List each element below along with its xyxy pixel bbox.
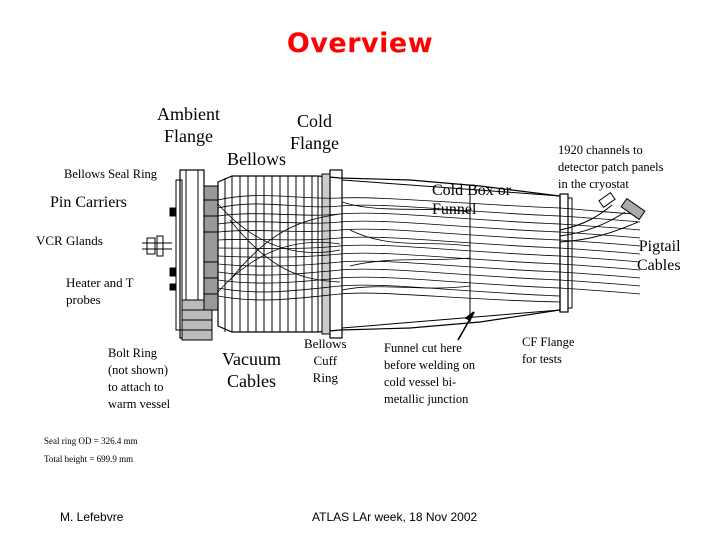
bellows-label: Bellows [227, 149, 287, 169]
cf-flange-label: CF Flange for tests [522, 335, 575, 366]
page-title: Overview [286, 28, 434, 59]
footer-author: M. Lefebvre [60, 510, 124, 524]
vacuum-cable-bundle [217, 195, 641, 303]
cold-box-funnel [341, 179, 561, 329]
bellows-seal-ring-label: Bellows Seal Ring [64, 167, 158, 181]
bellows-cuff-ring-label: Bellows Cuff Ring [304, 336, 347, 385]
seal-ring-od-note: Seal ring OD = 326.4 mm [44, 436, 138, 446]
funnel-cut-arrow [457, 311, 475, 341]
pin-carriers-block [203, 185, 219, 311]
cold-flange-label: Cold Flange [290, 111, 339, 153]
vcr-gland-stub [142, 235, 172, 257]
total-height-note: Total height = 699.9 mm [44, 454, 134, 464]
pigtail-cables-label: Pigtail Cables [637, 238, 681, 274]
heater-probes-label: Heater and T probes [66, 275, 134, 307]
pigtail-cables [559, 192, 646, 243]
vacuum-cables-label: Vacuum Cables [222, 349, 281, 391]
pin-carrier-markers [169, 207, 176, 291]
channels-label: 1920 channels to detector patch panels i… [558, 143, 664, 191]
bolt-ring-label: Bolt Ring (not shown) to attach to warm … [108, 346, 171, 411]
funnel-cut-label: Funnel cut here before welding on cold v… [384, 341, 475, 406]
cf-flange [559, 193, 573, 313]
ambient-flange-label: Ambient Flange [157, 104, 220, 146]
pin-carriers-label: Pin Carriers [50, 194, 127, 211]
footer-event: ATLAS LAr week, 18 Nov 2002 [312, 510, 478, 524]
cold-box-label: Cold Box or Funnel [432, 182, 512, 218]
vcr-glands-label: VCR Glands [36, 233, 103, 248]
